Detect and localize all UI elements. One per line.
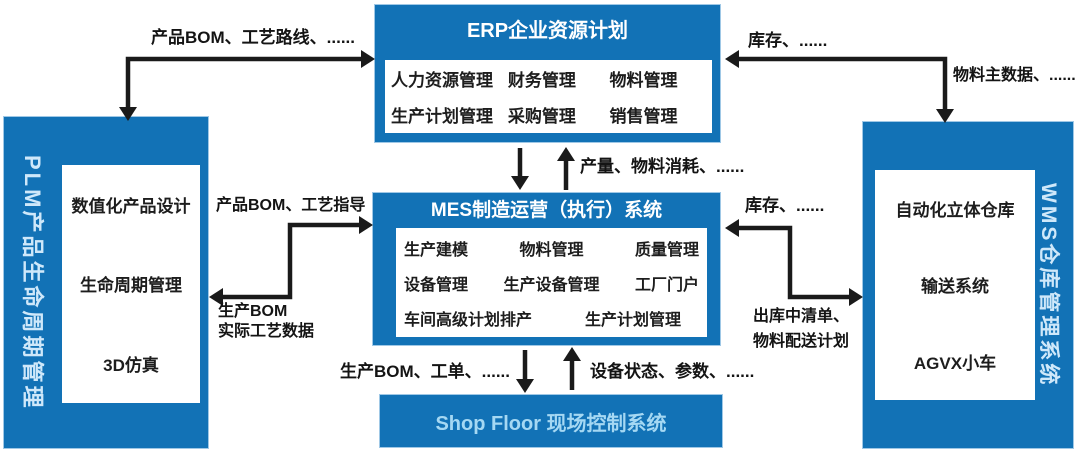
- flow-label-line: 物料配送计划: [753, 332, 850, 350]
- mes-module: 车间高级计划排产: [404, 311, 533, 329]
- flow-label-mes-wms: 出库中清单、 物料配送计划: [753, 305, 849, 355]
- erp-module-panel: 人力资源管理 财务管理 物料管理 生产计划管理 采购管理 销售管理: [385, 60, 712, 133]
- arrow-wms-erp: [738, 56, 948, 111]
- wms-module: 输送系统: [921, 277, 989, 297]
- flow-label-plm-erp: 产品BOM、工艺路线、......: [151, 28, 355, 47]
- erp-module: 生产计划管理: [391, 107, 493, 127]
- plm-box: PLM产品生命周期管理 数值化产品设计 生命周期管理 3D仿真: [4, 117, 208, 448]
- wms-title: WMS仓库管理系统: [1037, 182, 1060, 388]
- mes-module: 生产建模: [404, 241, 469, 259]
- plm-module-panel: 数值化产品设计 生命周期管理 3D仿真: [62, 165, 200, 403]
- erp-module: 物料管理: [609, 70, 678, 90]
- mes-module: 质量管理: [634, 241, 699, 259]
- flow-label-line: 出库中清单、: [753, 308, 850, 325]
- mes-module: 设备管理: [404, 276, 469, 294]
- erp-module: 采购管理: [507, 107, 576, 127]
- erp-module: 人力资源管理: [391, 70, 493, 90]
- flow-label-wms-erp: 库存、......: [748, 31, 828, 50]
- erp-title: ERP企业资源计划: [466, 20, 629, 42]
- flow-label-mes-sf: 生产BOM、工单、......: [340, 362, 510, 381]
- wms-box: 自动化立体仓库 输送系统 AGVX小车 WMS仓库管理系统: [863, 122, 1073, 448]
- wms-module-panel: 自动化立体仓库 输送系统 AGVX小车: [875, 170, 1035, 400]
- flow-label-mes-erp: 产量、物料消耗、......: [580, 157, 745, 176]
- flow-label-line: 生产BOM: [218, 303, 288, 320]
- flow-label-line: 实际工艺数据: [218, 323, 315, 340]
- erp-module: 财务管理: [507, 70, 576, 90]
- erp-module: 销售管理: [609, 107, 678, 127]
- mes-box: MES制造运营（执行）系统 生产建模 物料管理 质量管理 设备管理 生产设备管理…: [373, 193, 720, 345]
- mes-module: 生产计划管理: [584, 311, 681, 329]
- mes-module: 工厂门户: [634, 276, 699, 294]
- flow-label-plm-mes: 产品BOM、工艺指导: [216, 197, 366, 214]
- mes-module-panel: 生产建模 物料管理 质量管理 设备管理 生产设备管理 工厂门户 车间高级计划排产…: [396, 228, 707, 337]
- flow-label-mes-plm: 生产BOM 实际工艺数据: [218, 302, 314, 342]
- wms-module: 自动化立体仓库: [895, 200, 1015, 220]
- flow-label-erp-wms: 物料主数据、......: [953, 67, 1076, 84]
- wms-module: AGVX小车: [913, 354, 997, 374]
- arrow-plm-mes: [222, 222, 360, 300]
- shopfloor-box: Shop Floor 现场控制系统: [380, 395, 722, 447]
- mes-module: 物料管理: [519, 241, 584, 259]
- arrow-mes-wms: [738, 225, 850, 300]
- plm-module: 3D仿真: [103, 355, 159, 375]
- plm-title: PLM产品生命周期管理: [20, 154, 45, 411]
- erp-box: ERP企业资源计划 人力资源管理 财务管理 物料管理 生产计划管理 采购管理 销…: [375, 5, 720, 142]
- mes-module: 生产设备管理: [503, 276, 600, 294]
- plm-module: 生命周期管理: [80, 276, 182, 296]
- mes-title: MES制造运营（执行）系统: [430, 200, 663, 221]
- flow-label-sf-mes: 设备状态、参数、......: [590, 362, 755, 381]
- arrow-plm-erp: [125, 56, 362, 109]
- plm-module: 数值化产品设计: [71, 197, 191, 217]
- flow-label-wms-mes: 库存、......: [745, 196, 825, 215]
- shopfloor-title: Shop Floor 现场控制系统: [435, 412, 667, 435]
